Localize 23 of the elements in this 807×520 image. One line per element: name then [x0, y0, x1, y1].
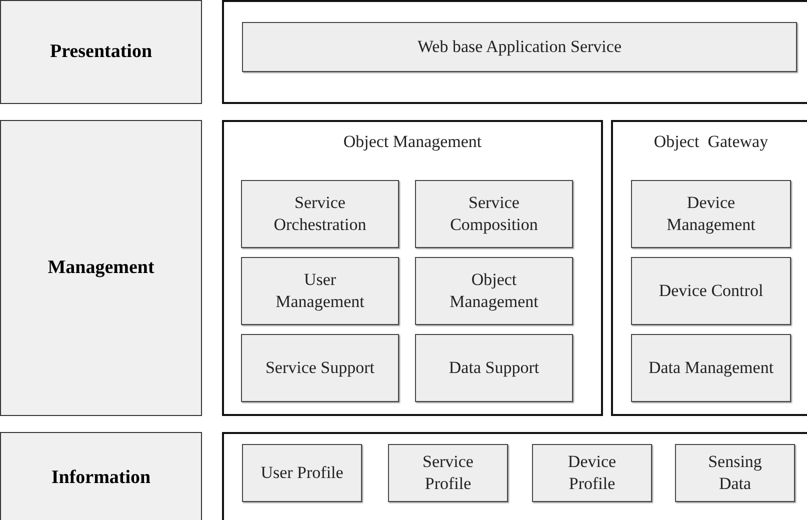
module-box: User Profile — [242, 444, 362, 502]
module-box: Web base Application Service — [242, 22, 797, 72]
module-box: Device Control — [631, 257, 791, 325]
module-box: Object Management — [415, 257, 573, 325]
module-box: Data Management — [631, 334, 791, 402]
module-box: Device Management — [631, 180, 791, 248]
layer-frame — [222, 120, 603, 416]
module-box: Sensing Data — [675, 444, 795, 502]
group-title: Object Management — [342, 132, 483, 152]
module-box: Service Orchestration — [241, 180, 399, 248]
layer-label-box: Presentation — [0, 0, 202, 104]
layer-frame — [611, 120, 807, 416]
layer-label-box: Information — [0, 432, 202, 520]
module-box: Data Support — [415, 334, 573, 402]
module-box: Service Composition — [415, 180, 573, 248]
module-box: Service Profile — [388, 444, 508, 502]
layer-label-box: Management — [0, 120, 202, 416]
layer-frame — [222, 0, 807, 104]
layer-frame — [222, 432, 807, 520]
module-box: Service Support — [241, 334, 399, 402]
module-box: Device Profile — [532, 444, 652, 502]
module-box: User Management — [241, 257, 399, 325]
group-title: Object Gateway — [652, 132, 770, 152]
